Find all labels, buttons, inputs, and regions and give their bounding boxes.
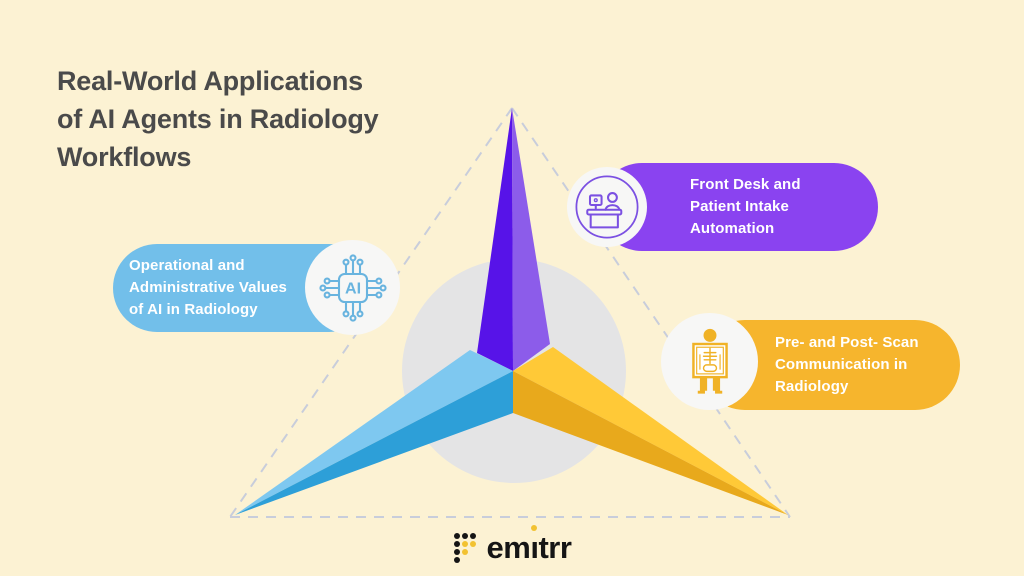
- wordmark-i-dot: [531, 525, 538, 531]
- front-desk-badge: [567, 167, 647, 247]
- arm-left-dark: [235, 371, 513, 515]
- card-label-line: Patient Intake: [690, 198, 789, 215]
- card-label-line: Administrative Values: [129, 279, 287, 296]
- card-label-line: Front Desk and: [690, 176, 801, 193]
- page-title-line: Workflows: [57, 142, 192, 173]
- emitrr-logo-mark: [453, 533, 476, 563]
- arm-right-light: [513, 347, 788, 515]
- card-label: Front Desk and Patient Intake Automation: [690, 174, 801, 240]
- card-label-line: of AI in Radiology: [129, 301, 258, 318]
- card-label-line: Automation: [690, 220, 775, 237]
- card-label-line: Communication in: [775, 356, 908, 373]
- dashed-triangle: [229, 107, 791, 518]
- arm-right-dark: [513, 371, 788, 515]
- xray-icon: [691, 328, 728, 394]
- xray-badge: [661, 313, 758, 410]
- ai-chip-badge: AI: [305, 240, 400, 335]
- arm-top-light: [512, 108, 550, 371]
- svg-text:AI: AI: [344, 279, 360, 297]
- arm-left-light: [235, 350, 513, 515]
- front-desk-icon: [575, 175, 639, 239]
- card-label: Operational and Administrative Values of…: [129, 255, 287, 321]
- page-title: Real-World Applications of AI Agents in …: [57, 62, 379, 176]
- ai-chip-icon: AI: [318, 253, 387, 322]
- page-title-line: Real-World Applications: [57, 66, 363, 97]
- card-label-line: Pre- and Post- Scan: [775, 334, 919, 351]
- card-label: Pre- and Post- Scan Communication in Rad…: [775, 332, 919, 398]
- star-arms: [235, 108, 788, 515]
- arm-top-dark: [477, 108, 513, 371]
- card-label-line: Operational and: [129, 257, 245, 274]
- card-label-line: Radiology: [775, 378, 849, 395]
- page-title-line: of AI Agents in Radiology: [57, 104, 379, 135]
